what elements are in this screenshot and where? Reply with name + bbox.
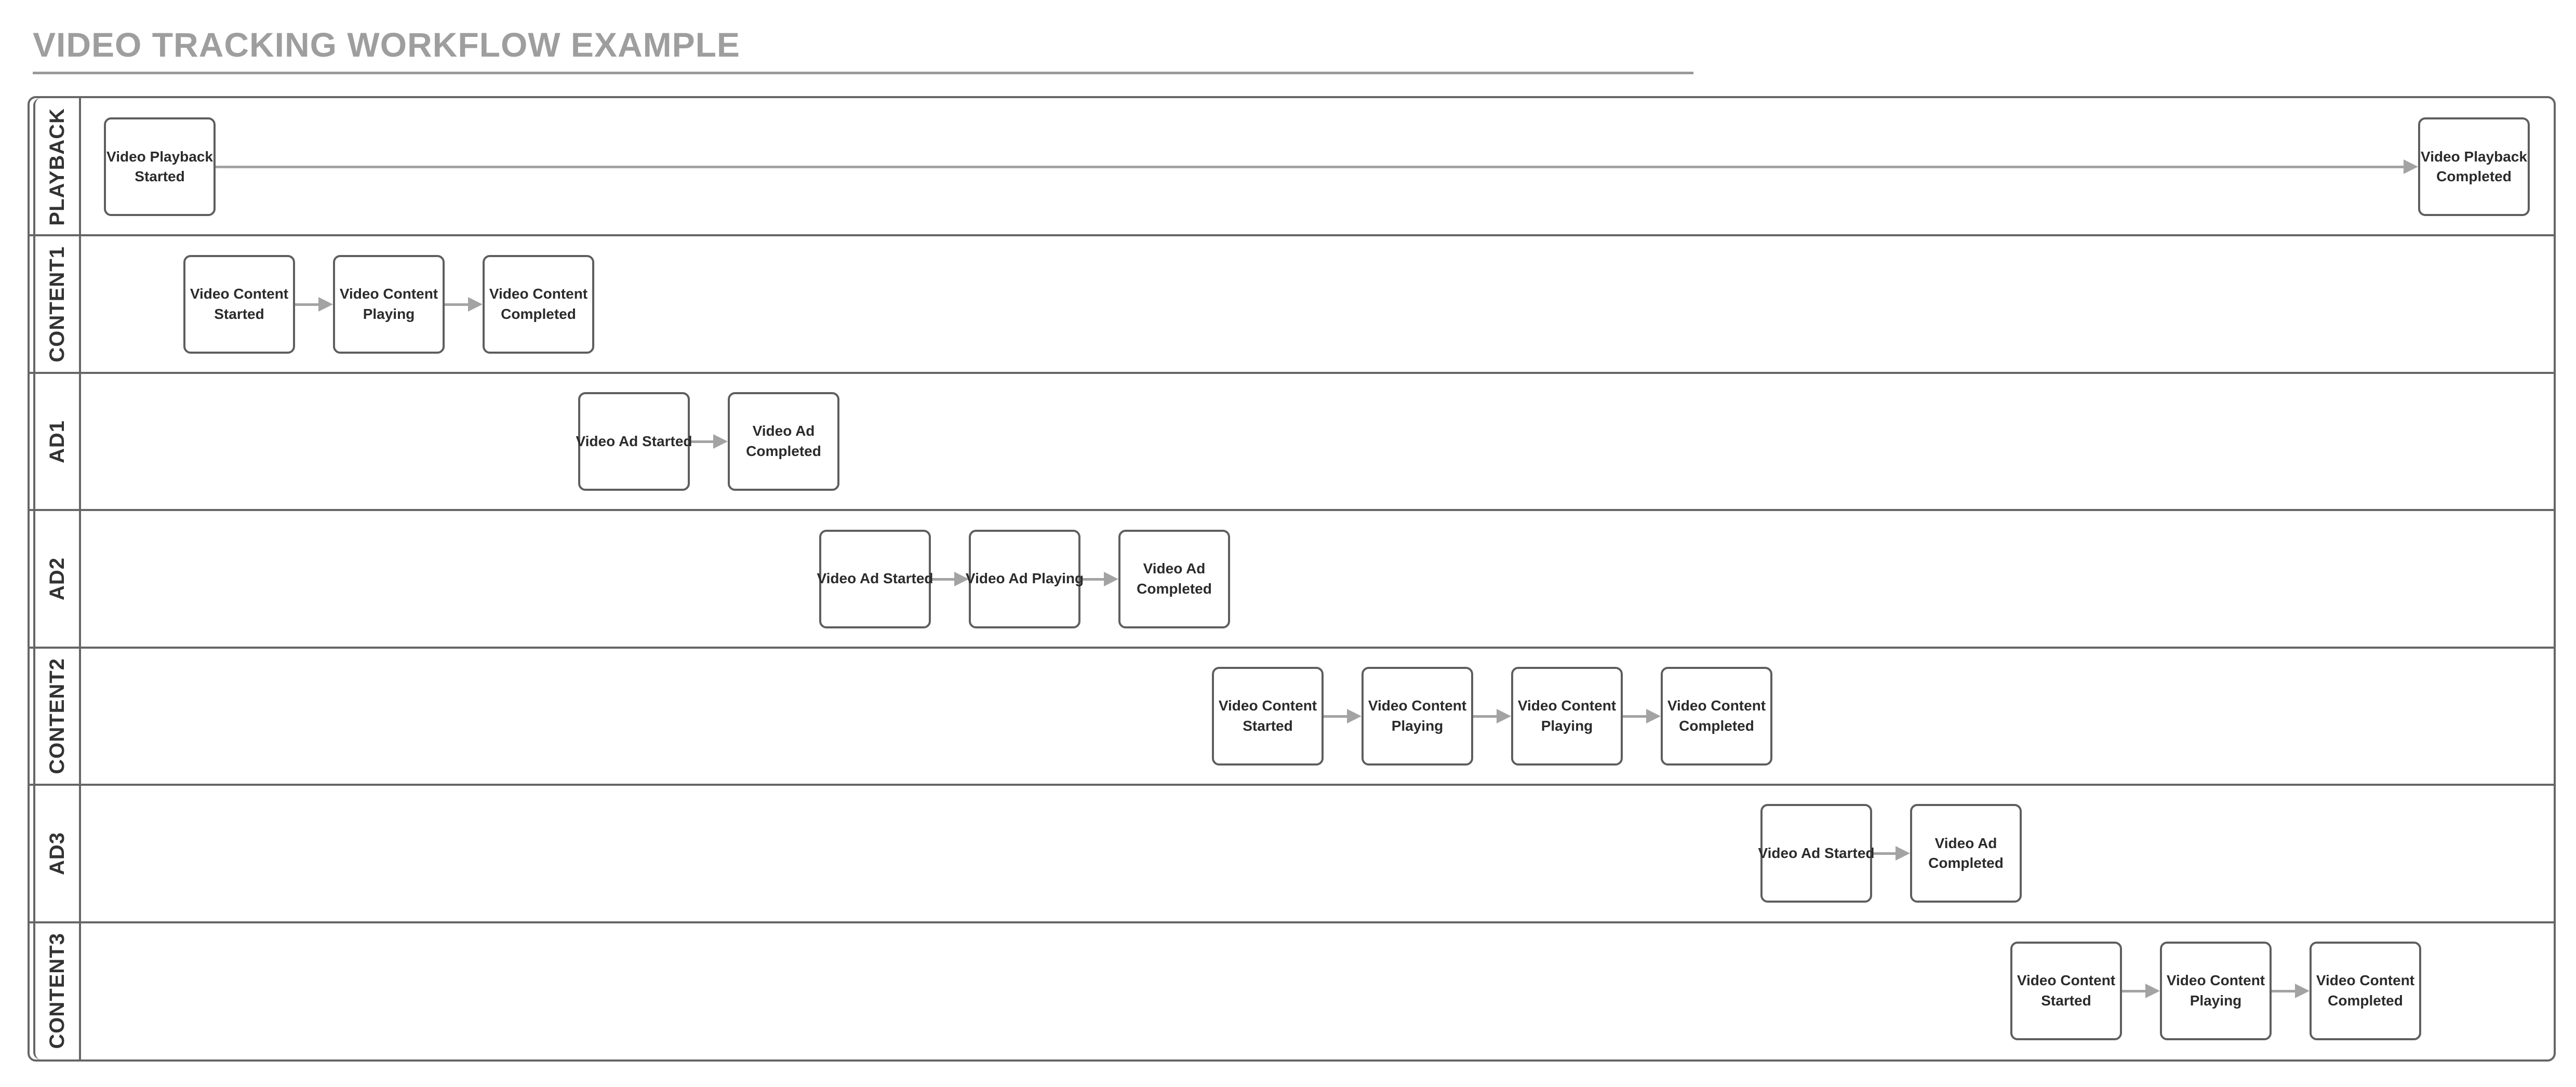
flow-node-label: Video Content Started — [190, 286, 289, 322]
flow-node-label: Video Ad Started — [817, 570, 933, 587]
flow-node-ad2-video-ad-started[interactable]: Video Ad Started — [817, 529, 933, 628]
flow-node-label: Video Content Started — [1218, 697, 1317, 734]
lane-ad1: AD1 — [35, 373, 79, 510]
arrow-head-icon — [2295, 983, 2310, 998]
flow-node-label: Video Content Playing — [1517, 697, 1617, 734]
arrow-line — [2122, 989, 2147, 992]
arrow-line — [931, 578, 956, 581]
arrow-line — [1080, 578, 1106, 581]
arrow-head-icon — [713, 434, 728, 449]
lane-content1: CONTENT1 — [35, 235, 79, 372]
flow-node-label: Video Content Completed — [2316, 972, 2415, 1009]
flow-node-label: Video Content Playing — [339, 286, 438, 322]
arrow-line — [295, 303, 321, 306]
title-underline — [33, 72, 1693, 74]
flow-node-playback-video-playback-completed[interactable]: Video Playback Completed — [2418, 117, 2530, 217]
flow-node-ad2-video-ad-playing[interactable]: Video Ad Playing — [966, 529, 1084, 628]
lane-ad2: AD2 — [35, 510, 79, 647]
flow-node-content2-video-content-started[interactable]: Video Content Started — [1212, 666, 1324, 766]
flow-node-content2-video-content-playing[interactable]: Video Content Playing — [1511, 666, 1623, 766]
flow-node-playback-video-playback-started[interactable]: Video Playback Started — [104, 117, 216, 217]
flow-node-ad3-video-ad-completed[interactable]: Video Ad Completed — [1910, 804, 2022, 903]
flow-node-content1-video-content-completed[interactable]: Video Content Completed — [483, 254, 594, 354]
flow-node-label: Video Ad Completed — [746, 423, 821, 460]
lane-divider — [30, 509, 2554, 512]
flow-node-label: Video Playback Started — [106, 148, 213, 185]
flow-node-ad1-video-ad-completed[interactable]: Video Ad Completed — [728, 392, 839, 491]
flow-node-content3-video-content-playing[interactable]: Video Content Playing — [2160, 941, 2272, 1040]
flow-node-label: Video Ad Started — [1758, 845, 1875, 862]
flow-node-ad2-video-ad-completed[interactable]: Video Ad Completed — [1118, 529, 1230, 628]
lane-ad3: AD3 — [35, 785, 79, 922]
arrow-line — [1623, 715, 1648, 718]
lane-label: PLAYBACK — [45, 108, 69, 226]
lane-divider — [30, 646, 2554, 649]
arrow-head-icon — [954, 571, 969, 586]
lane-header-strip — [33, 98, 81, 1059]
flow-node-ad1-video-ad-started[interactable]: Video Ad Started — [576, 392, 692, 491]
flow-node-label: Video Content Playing — [2166, 972, 2265, 1009]
flow-node-label: Video Content Playing — [1368, 697, 1467, 734]
lane-divider — [30, 234, 2554, 237]
arrow-head-icon — [1347, 708, 1362, 723]
flow-node-ad3-video-ad-started[interactable]: Video Ad Started — [1758, 804, 1875, 903]
arrow-head-icon — [2404, 159, 2418, 175]
flow-node-label: Video Content Started — [2017, 972, 2116, 1009]
arrow-head-icon — [2145, 983, 2160, 998]
flow-node-content2-video-content-playing[interactable]: Video Content Playing — [1362, 666, 1473, 766]
lane-label: CONTENT2 — [45, 658, 69, 774]
lane-label: AD2 — [45, 557, 69, 600]
swimlane-frame: PLAYBACK Video Playback Started Video Play… — [28, 96, 2556, 1062]
lane-label: CONTENT1 — [45, 246, 69, 363]
arrow-line — [1872, 852, 1898, 855]
lane-playback: PLAYBACK — [35, 98, 79, 235]
lane-label: AD1 — [45, 420, 69, 463]
arrow-head-icon — [1896, 846, 1910, 861]
arrow-head-icon — [1497, 708, 1511, 723]
lane-divider — [30, 371, 2554, 374]
arrow-head-icon — [1104, 571, 1118, 586]
flow-node-label: Video Ad Completed — [1928, 835, 2004, 871]
lane-divider — [30, 921, 2554, 923]
flow-node-label: Video Ad Playing — [965, 570, 1084, 587]
arrow-line — [1473, 715, 1499, 718]
lane-divider — [30, 784, 2554, 786]
lane-content2: CONTENT2 — [35, 648, 79, 785]
arrow-line — [690, 440, 715, 444]
arrow-head-icon — [318, 297, 333, 312]
flow-node-label: Video Content Completed — [1667, 697, 1766, 734]
lane-content3: CONTENT3 — [35, 922, 79, 1059]
swimlane-body: PLAYBACK Video Playback Started Video Play… — [30, 98, 2554, 1059]
flow-node-label: Video Ad Started — [576, 433, 692, 449]
arrow-line — [1324, 715, 1349, 718]
flow-node-content3-video-content-started[interactable]: Video Content Started — [2010, 941, 2122, 1040]
arrow-head-icon — [1646, 708, 1661, 723]
flow-node-content3-video-content-completed[interactable]: Video Content Completed — [2310, 941, 2421, 1040]
lane-label: CONTENT3 — [45, 932, 69, 1049]
arrow-head-icon — [468, 297, 483, 312]
arrow-line — [216, 166, 2406, 169]
flow-node-label: Video Content Completed — [489, 286, 588, 322]
flow-node-content1-video-content-playing[interactable]: Video Content Playing — [333, 254, 445, 354]
flow-node-label: Video Ad Completed — [1137, 560, 1212, 597]
arrow-line — [445, 303, 470, 306]
flow-node-content1-video-content-started[interactable]: Video Content Started — [183, 254, 295, 354]
flow-node-content2-video-content-completed[interactable]: Video Content Completed — [1661, 666, 1772, 766]
page-title: VIDEO TRACKING WORKFLOW EXAMPLE — [33, 25, 740, 64]
arrow-line — [2272, 989, 2297, 992]
lane-label: AD3 — [45, 831, 69, 875]
flow-node-label: Video Playback Completed — [2421, 148, 2527, 185]
